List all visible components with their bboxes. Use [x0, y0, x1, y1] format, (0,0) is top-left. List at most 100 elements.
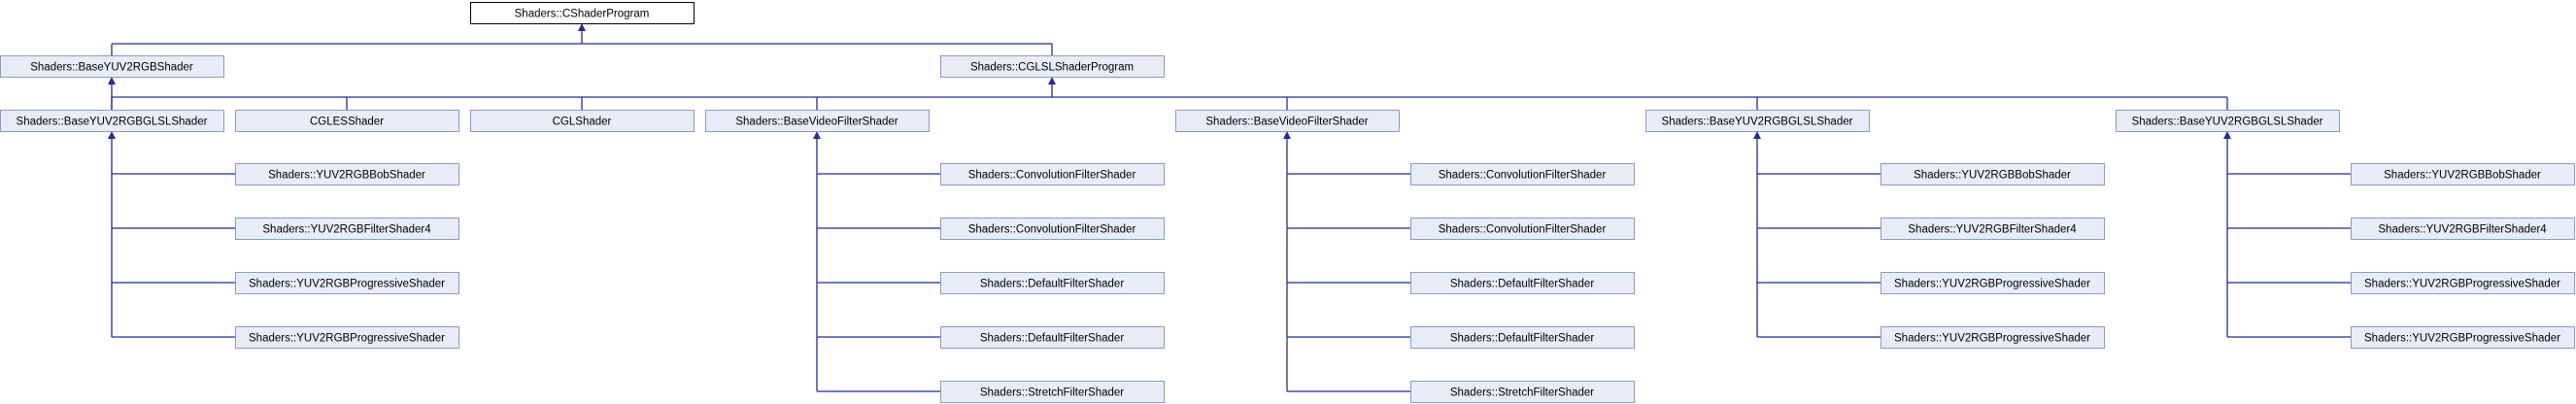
class-node-root[interactable]: Shaders::CShaderProgram: [470, 2, 695, 24]
class-node-box: [235, 326, 459, 349]
class-node-label: CGLShader: [553, 117, 612, 128]
class-node-label: Shaders::CGLSLShaderProgram: [970, 62, 1134, 74]
class-node-c4-2[interactable]: Shaders::DefaultFilterShader: [1410, 272, 1635, 294]
class-node-box: [235, 110, 459, 132]
class-node-label: Shaders::YUV2RGBFilterShader4: [262, 224, 431, 236]
class-node-c2[interactable]: CGLShader: [470, 110, 695, 132]
class-node-c6-0[interactable]: Shaders::YUV2RGBBobShader: [2351, 163, 2575, 185]
class-node-c5-0[interactable]: Shaders::YUV2RGBBobShader: [1881, 163, 2105, 185]
class-node-base-yuv[interactable]: Shaders::BaseYUV2RGBShader: [0, 55, 224, 78]
class-node-box: [235, 218, 459, 240]
class-node-label: Shaders::YUV2RGBProgressiveShader: [1894, 279, 2090, 290]
class-node-label: Shaders::YUV2RGBFilterShader4: [1908, 224, 2077, 236]
class-node-c3-4[interactable]: Shaders::StretchFilterShader: [940, 381, 1165, 403]
class-node-c1[interactable]: CGLESShader: [235, 110, 459, 132]
class-node-c5-1[interactable]: Shaders::YUV2RGBFilterShader4: [1881, 218, 2105, 240]
class-node-box: [940, 218, 1165, 240]
class-node-c5[interactable]: Shaders::BaseYUV2RGBGLSLShader: [1645, 110, 1870, 132]
class-node-box: [1410, 326, 1635, 349]
class-node-label: Shaders::YUV2RGBBobShader: [268, 170, 425, 182]
class-node-box: [0, 55, 224, 78]
edges-layer: [108, 23, 2351, 392]
class-node-c3-3[interactable]: Shaders::DefaultFilterShader: [940, 326, 1165, 349]
class-node-label: Shaders::YUV2RGBProgressiveShader: [249, 333, 445, 345]
class-node-c4-4[interactable]: Shaders::StretchFilterShader: [1410, 381, 1635, 403]
class-node-c3-2[interactable]: Shaders::DefaultFilterShader: [940, 272, 1165, 294]
class-node-box: [2351, 272, 2575, 294]
inheritance-arrow-c4: [1283, 131, 1291, 139]
class-node-label: Shaders::StretchFilterShader: [980, 387, 1124, 399]
class-node-box: [940, 326, 1165, 349]
class-node-label: Shaders::ConvolutionFilterShader: [968, 170, 1136, 182]
class-node-box: [1881, 218, 2105, 240]
class-node-box: [1410, 218, 1635, 240]
class-node-box: [1410, 272, 1635, 294]
class-node-box: [2351, 163, 2575, 185]
class-node-box: [470, 110, 695, 132]
class-node-box: [940, 55, 1165, 78]
class-node-label: Shaders::CShaderProgram: [515, 9, 650, 20]
class-node-label: Shaders::YUV2RGBProgressiveShader: [1894, 333, 2090, 345]
class-node-label: Shaders::DefaultFilterShader: [980, 333, 1124, 345]
inheritance-arrow-c5: [1753, 131, 1761, 139]
class-node-box: [1410, 381, 1635, 403]
class-node-label: Shaders::YUV2RGBProgressiveShader: [2364, 333, 2560, 345]
class-node-label: Shaders::ConvolutionFilterShader: [968, 224, 1136, 236]
class-node-label: CGLESShader: [310, 117, 384, 128]
class-node-box: [1881, 272, 2105, 294]
class-node-c3[interactable]: Shaders::BaseVideoFilterShader: [705, 110, 930, 132]
class-node-c5-2[interactable]: Shaders::YUV2RGBProgressiveShader: [1881, 272, 2105, 294]
class-node-c0[interactable]: Shaders::BaseYUV2RGBGLSLShader: [0, 110, 224, 132]
class-node-box: [2351, 326, 2575, 349]
class-node-c6-1[interactable]: Shaders::YUV2RGBFilterShader4: [2351, 218, 2575, 240]
inheritance-arrow-root: [578, 23, 586, 31]
class-node-c0-2[interactable]: Shaders::YUV2RGBProgressiveShader: [235, 272, 459, 294]
class-node-box: [1881, 163, 2105, 185]
class-node-c0-1[interactable]: Shaders::YUV2RGBFilterShader4: [235, 218, 459, 240]
class-node-c0-0[interactable]: Shaders::YUV2RGBBobShader: [235, 163, 459, 185]
class-node-box: [940, 163, 1165, 185]
inheritance-arrow-c3: [813, 131, 821, 139]
class-node-label: Shaders::BaseYUV2RGBGLSLShader: [1662, 117, 1853, 128]
class-node-c0-3[interactable]: Shaders::YUV2RGBProgressiveShader: [235, 326, 459, 349]
class-node-c6[interactable]: Shaders::BaseYUV2RGBGLSLShader: [2116, 110, 2340, 132]
class-node-c3-1[interactable]: Shaders::ConvolutionFilterShader: [940, 218, 1165, 240]
class-node-c3-0[interactable]: Shaders::ConvolutionFilterShader: [940, 163, 1165, 185]
class-node-label: Shaders::BaseVideoFilterShader: [1205, 117, 1368, 128]
class-node-label: Shaders::BaseYUV2RGBGLSLShader: [17, 117, 208, 128]
class-node-label: Shaders::DefaultFilterShader: [1450, 333, 1594, 345]
class-node-label: Shaders::ConvolutionFilterShader: [1439, 224, 1607, 236]
class-node-box: [2116, 110, 2340, 132]
class-node-box: [470, 2, 695, 24]
class-node-label: Shaders::BaseYUV2RGBShader: [30, 62, 193, 74]
inheritance-arrow-c0: [108, 131, 116, 139]
class-node-label: Shaders::YUV2RGBBobShader: [2384, 170, 2541, 182]
class-node-c6-2[interactable]: Shaders::YUV2RGBProgressiveShader: [2351, 272, 2575, 294]
class-node-c5-3[interactable]: Shaders::YUV2RGBProgressiveShader: [1881, 326, 2105, 349]
class-node-label: Shaders::YUV2RGBProgressiveShader: [249, 279, 445, 290]
class-node-c4-3[interactable]: Shaders::DefaultFilterShader: [1410, 326, 1635, 349]
class-node-label: Shaders::BaseVideoFilterShader: [735, 117, 898, 128]
class-node-box: [235, 163, 459, 185]
class-node-c4[interactable]: Shaders::BaseVideoFilterShader: [1175, 110, 1400, 132]
class-node-c6-3[interactable]: Shaders::YUV2RGBProgressiveShader: [2351, 326, 2575, 349]
class-node-label: Shaders::DefaultFilterShader: [1450, 279, 1594, 290]
inheritance-arrow-cglsl: [1048, 77, 1056, 84]
class-node-box: [1645, 110, 1870, 132]
class-node-label: Shaders::YUV2RGBFilterShader4: [2378, 224, 2547, 236]
class-node-box: [940, 381, 1165, 403]
class-node-cglsl[interactable]: Shaders::CGLSLShaderProgram: [940, 55, 1165, 78]
class-node-label: Shaders::ConvolutionFilterShader: [1439, 170, 1607, 182]
inheritance-arrow-c6: [2223, 131, 2231, 139]
class-node-box: [0, 110, 224, 132]
class-node-label: Shaders::BaseYUV2RGBGLSLShader: [2132, 117, 2323, 128]
class-node-box: [1175, 110, 1400, 132]
class-node-box: [235, 272, 459, 294]
class-node-c4-0[interactable]: Shaders::ConvolutionFilterShader: [1410, 163, 1635, 185]
class-node-c4-1[interactable]: Shaders::ConvolutionFilterShader: [1410, 218, 1635, 240]
class-node-box: [1881, 326, 2105, 349]
class-node-box: [940, 272, 1165, 294]
class-node-label: Shaders::YUV2RGBBobShader: [1914, 170, 2071, 182]
